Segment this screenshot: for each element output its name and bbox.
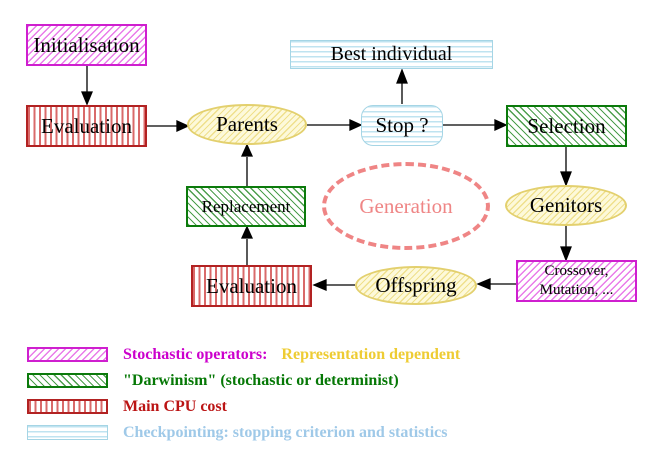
generation-loop-ellipse: Generation: [322, 162, 490, 250]
node-genitors: Genitors: [505, 185, 627, 226]
node-selection: Selection: [506, 105, 627, 147]
node-best-individual: Best individual: [290, 40, 493, 69]
arrow-genitors-to-crossover: [560, 226, 572, 262]
node-replacement: Replacement: [186, 186, 306, 227]
arrow-stop-to-selection: [443, 118, 508, 132]
arrow-parents-to-stop: [307, 118, 363, 132]
node-evaluation-bottom: Evaluation: [191, 265, 312, 307]
node-offspring: Offspring: [355, 266, 477, 305]
node-stop-decision: Stop ?: [361, 105, 443, 146]
legend-label-checkpointing: Checkpointing: stopping criterion and st…: [123, 424, 448, 441]
arrow-evaluation-to-replacement: [240, 225, 254, 265]
legend-label-darwinism: "Darwinism" (stochastic or determinist): [123, 372, 399, 389]
legend-label-stochastic-primary: Stochastic operators:: [123, 346, 268, 363]
arrow-replacement-to-parents: [240, 143, 254, 186]
arrow-offspring-to-evaluation: [312, 279, 355, 291]
arrow-stop-to-best-individual: [396, 68, 408, 104]
node-evaluation-top: Evaluation: [26, 105, 147, 147]
node-initialisation: Initialisation: [26, 24, 147, 66]
legend-swatch-stochastic-operators: [27, 347, 108, 362]
crossover-label-line2: Mutation, ...: [539, 282, 614, 298]
arrow-selection-to-genitors: [560, 147, 572, 187]
legend-swatch-darwinism: [27, 373, 108, 388]
arrow-crossover-to-offspring: [476, 278, 516, 290]
crossover-label-line1: Crossover,: [544, 263, 609, 280]
legend-swatch-cpu-cost: [27, 399, 108, 414]
arrow-initialisation-to-evaluation: [81, 66, 93, 106]
legend-label-representation-dependent: Representation dependent: [281, 346, 461, 363]
legend-swatch-checkpointing: [27, 425, 108, 440]
node-crossover-mutation: Crossover, Mutation, ...: [516, 260, 637, 302]
node-parents: Parents: [187, 104, 307, 145]
arrow-evaluation-to-parents: [147, 119, 190, 133]
legend-label-cpu-cost: Main CPU cost: [123, 398, 227, 415]
legend-label-stochastic-operators: Stochastic operators: Representation depe…: [123, 345, 460, 364]
